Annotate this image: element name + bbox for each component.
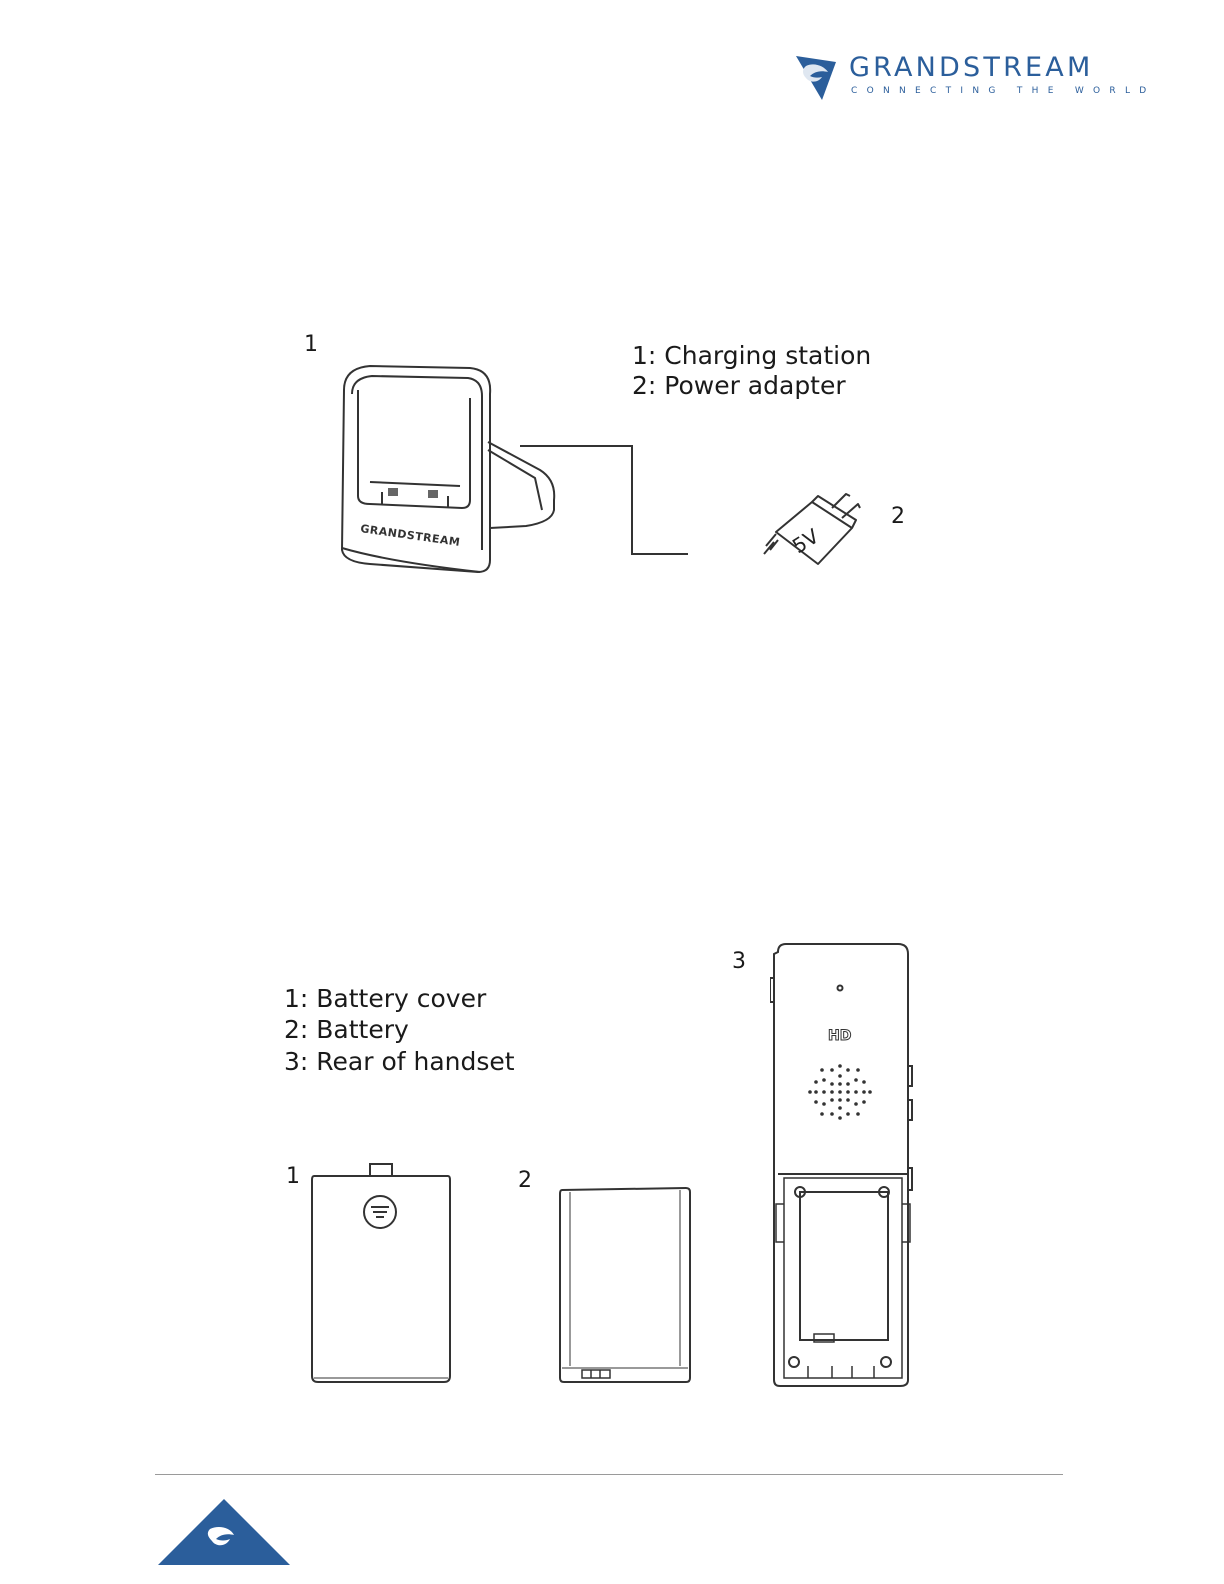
grandstream-logo-icon xyxy=(792,50,842,102)
cover-number-label: 1 xyxy=(286,1164,300,1189)
charging-station-figure: 1 GRANDSTREAM 5V xyxy=(300,330,920,590)
handset-number-label: 3 xyxy=(732,949,746,974)
power-cable xyxy=(520,440,690,570)
legend-charging-station: 1: Charging station xyxy=(632,341,871,370)
legend-rear-of-handset: 3: Rear of handset xyxy=(284,1047,515,1076)
legend-battery: 2: Battery xyxy=(284,1015,409,1044)
handset-hd-badge: HD xyxy=(828,1028,851,1044)
footer-rule xyxy=(155,1474,1063,1475)
battery-number-label: 2 xyxy=(518,1168,532,1193)
station-brand-text: GRANDSTREAM xyxy=(360,522,462,549)
brand-tagline: CONNECTING THE WORLD xyxy=(851,86,1156,96)
handset-rear-illustration: HD xyxy=(770,942,920,1388)
grandstream-footer-icon xyxy=(158,1499,290,1567)
station-number-label: 1 xyxy=(304,332,318,357)
brand-name: GRANDSTREAM xyxy=(849,52,1093,83)
handset-battery-figure: 3 1: Battery cover 2: Battery 3: Rear of… xyxy=(270,940,930,1390)
battery-cover-illustration xyxy=(308,1162,458,1388)
adapter-number-label: 2 xyxy=(891,504,905,529)
battery-illustration xyxy=(558,1186,694,1386)
grandstream-logo: GRANDSTREAM CONNECTING THE WORLD xyxy=(792,50,1122,110)
legend-battery-cover: 1: Battery cover xyxy=(284,984,486,1013)
legend-power-adapter: 2: Power adapter xyxy=(632,371,846,400)
power-adapter-illustration: 5V xyxy=(760,488,870,578)
